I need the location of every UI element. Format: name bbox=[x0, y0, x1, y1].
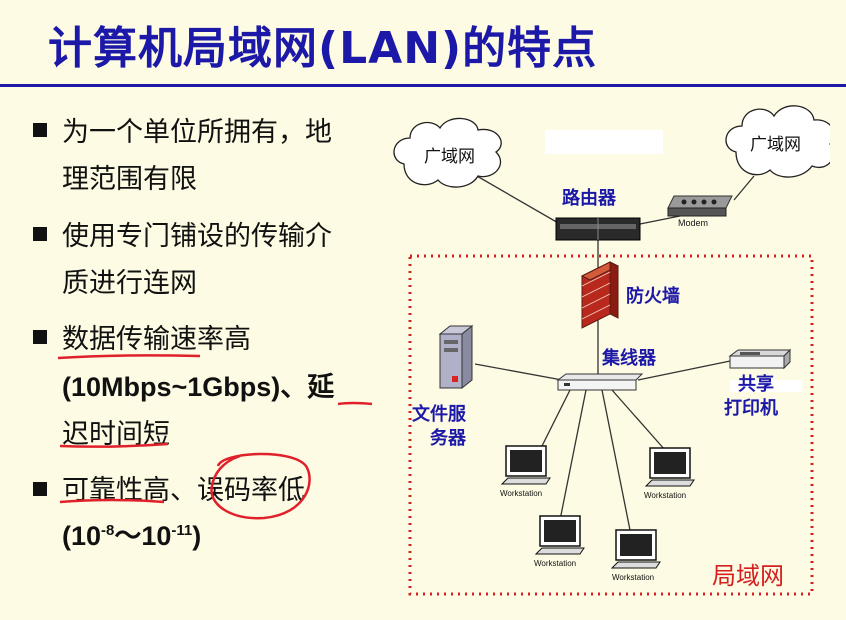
bullet-marker bbox=[33, 227, 47, 241]
router-label: 路由器 bbox=[562, 187, 617, 209]
exp-base-2: ～10 bbox=[114, 521, 172, 551]
printer-label-line-2: 打印机 bbox=[724, 397, 778, 419]
exp-close: ) bbox=[192, 521, 202, 551]
bullet-4-line-1: 可靠性高、误码率低 bbox=[62, 475, 305, 506]
router-icon bbox=[555, 217, 641, 241]
printer-icon bbox=[728, 348, 792, 370]
workstation-icon bbox=[610, 529, 661, 569]
title-divider bbox=[0, 84, 846, 87]
exp-base-1: (10 bbox=[62, 521, 102, 551]
exponent-1: -8 bbox=[101, 522, 115, 539]
workstation-label: Workstation bbox=[534, 559, 576, 568]
underline-delay bbox=[337, 401, 373, 406]
bullet-3-line-2: (10Mbps~1Gbps)、延 bbox=[62, 372, 335, 402]
lan-label: 局域网 bbox=[712, 562, 784, 590]
bullet-4-line-2: (10-8～10-11) bbox=[62, 514, 201, 553]
workstation-icon bbox=[644, 447, 695, 487]
workstation-icon bbox=[500, 445, 551, 485]
bullet-1-line-2: 理范围有限 bbox=[62, 164, 197, 195]
lan-network-diagram: 广域网 广域网 路由器 Modem 防火墙 集线器 bbox=[393, 105, 830, 596]
bullet-marker bbox=[33, 482, 47, 496]
workstation-label: Workstation bbox=[644, 491, 686, 500]
server-label-line-2: 务器 bbox=[430, 427, 467, 449]
hub-label: 集线器 bbox=[601, 347, 657, 369]
server-label-line-1: 文件服 bbox=[412, 403, 467, 425]
bullet-marker bbox=[33, 330, 47, 344]
bullet-3-line-1: 数据传输速率高 bbox=[62, 324, 251, 355]
workstation-label: Workstation bbox=[500, 489, 542, 498]
bullet-3-line-3: 迟时间短 bbox=[62, 419, 170, 450]
page-title: 计算机局域网(LAN)的特点 bbox=[48, 23, 598, 74]
server-icon bbox=[438, 324, 474, 390]
white-bar bbox=[730, 380, 802, 392]
workstation-icon bbox=[534, 515, 585, 555]
firewall-label: 防火墙 bbox=[626, 285, 680, 307]
bullet-1-line-1: 为一个单位所拥有，地 bbox=[62, 117, 332, 148]
modem-label: Modem bbox=[678, 218, 708, 228]
bullet-2-line-1: 使用专门铺设的传输介 bbox=[62, 221, 332, 252]
wan-cloud-left: 广域网 bbox=[393, 117, 502, 188]
wan-left-label: 广域网 bbox=[424, 147, 475, 167]
wan-cloud-right: 广域网 bbox=[725, 105, 830, 178]
printer-label-line-1: 共享 bbox=[738, 373, 774, 395]
white-bar bbox=[545, 130, 663, 154]
lan-boundary bbox=[408, 254, 814, 596]
hub-icon bbox=[556, 373, 644, 391]
workstation-label: Workstation bbox=[612, 573, 654, 582]
bullet-2-line-2: 质进行连网 bbox=[62, 268, 197, 299]
modem-icon bbox=[667, 195, 733, 217]
exponent-2: -11 bbox=[171, 522, 193, 539]
bullet-marker bbox=[33, 123, 47, 137]
firewall-icon bbox=[580, 261, 620, 329]
wan-right-label: 广域网 bbox=[750, 135, 801, 155]
